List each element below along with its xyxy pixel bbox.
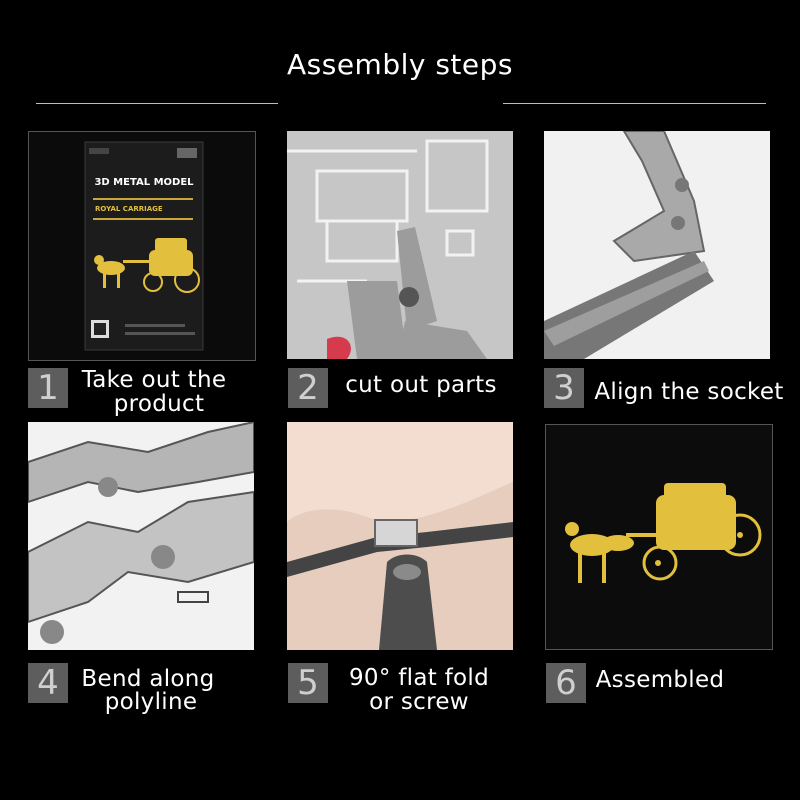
step-4-caption-line-1: Bend along bbox=[81, 666, 215, 692]
title-rule-right bbox=[503, 103, 766, 104]
step-6-photo bbox=[545, 424, 773, 650]
step-3-photo bbox=[544, 131, 770, 359]
cutting-parts-image bbox=[287, 131, 513, 359]
step-1-caption-line-1: Take out the bbox=[81, 367, 227, 393]
step-3-caption-line-1: Align the socket bbox=[594, 379, 784, 405]
step-5-caption-line-1: 90° flat fold bbox=[348, 665, 490, 691]
step-4-photo bbox=[28, 422, 254, 650]
step-2-photo bbox=[287, 131, 513, 359]
step-6-number: 6 bbox=[546, 663, 586, 703]
step-5-photo bbox=[287, 422, 513, 650]
step-1-photo: 3D METAL MODEL ROYAL CARRIAGE bbox=[28, 131, 256, 361]
step-3-number: 3 bbox=[544, 368, 584, 408]
page-title: Assembly steps bbox=[286, 48, 513, 81]
step-5-caption-line-2: or screw bbox=[369, 689, 469, 715]
step-1-caption-line-2: product bbox=[113, 391, 205, 417]
step-4-number: 4 bbox=[28, 663, 68, 703]
product-box-image bbox=[84, 141, 204, 351]
box-label-title: 3D METAL MODEL bbox=[94, 177, 194, 188]
box-label-subtitle: ROYAL CARRIAGE bbox=[95, 205, 163, 213]
title-rule-left bbox=[36, 103, 278, 104]
fold-screw-image bbox=[287, 422, 513, 650]
step-2-caption-line-1: cut out parts bbox=[345, 372, 497, 398]
assembled-carriage-image bbox=[546, 425, 772, 649]
step-4-caption-line-2: polyline bbox=[104, 689, 198, 715]
step-2-number: 2 bbox=[288, 368, 328, 408]
align-socket-image bbox=[544, 131, 770, 359]
step-6-caption-line-1: Assembled bbox=[595, 667, 725, 693]
step-5-number: 5 bbox=[288, 663, 328, 703]
step-1-number: 1 bbox=[28, 368, 68, 408]
bend-polyline-image bbox=[28, 422, 254, 650]
